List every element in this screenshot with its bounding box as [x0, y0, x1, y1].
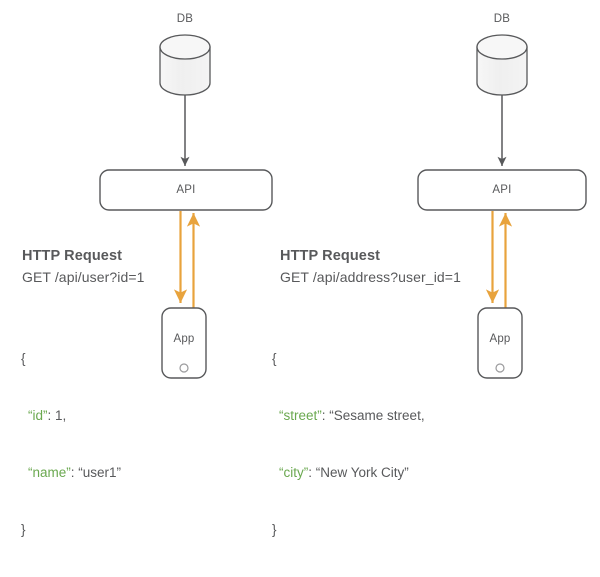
json-close-brace-left: } — [21, 522, 26, 537]
app-label-left: App — [173, 333, 195, 345]
app-label-right: App — [489, 333, 511, 345]
http-request-title-right: HTTP Request — [280, 248, 381, 264]
diagram-canvas: DB API App DB API App HTTP Request GET /… — [21, 13, 587, 537]
database-node-right[interactable] — [475, 33, 529, 97]
http-request-title-left: HTTP Request — [22, 248, 123, 264]
http-request-line-left: GET /api/user?id=1 — [22, 269, 145, 285]
json-response-right: { “street”: “Sesame street, “city”: “New… — [272, 311, 425, 577]
json-field-row: “city”: “New York City” — [272, 463, 425, 482]
json-value: 1, — [55, 408, 67, 423]
json-field-row: “name”: “user1” — [21, 463, 121, 482]
json-field-row: “street”: “Sesame street, — [272, 406, 425, 425]
database-node-left[interactable] — [158, 33, 212, 97]
database-label-right: DB — [493, 13, 511, 25]
json-key: “city” — [279, 465, 309, 480]
json-value: “Sesame street, — [329, 408, 425, 423]
json-open-brace-left: { — [21, 351, 26, 366]
json-separator: : — [47, 408, 56, 423]
json-separator: : — [308, 465, 316, 480]
json-value: “New York City” — [315, 465, 409, 480]
json-close-brace-right: } — [272, 522, 277, 537]
json-key: “name” — [28, 465, 71, 480]
json-key: “street” — [279, 408, 322, 423]
http-request-line-right: GET /api/address?user_id=1 — [280, 269, 461, 285]
json-value: “user1” — [78, 465, 122, 480]
json-response-left: { “id”: 1, “name”: “user1” } — [21, 311, 121, 577]
json-separator: : — [70, 465, 79, 480]
api-label-right: API — [492, 184, 512, 196]
json-key: “id” — [28, 408, 48, 423]
api-label-left: API — [176, 184, 196, 196]
json-field-row: “id”: 1, — [21, 406, 121, 425]
json-open-brace-right: { — [272, 351, 277, 366]
database-label-left: DB — [176, 13, 194, 25]
json-separator: : — [321, 408, 330, 423]
